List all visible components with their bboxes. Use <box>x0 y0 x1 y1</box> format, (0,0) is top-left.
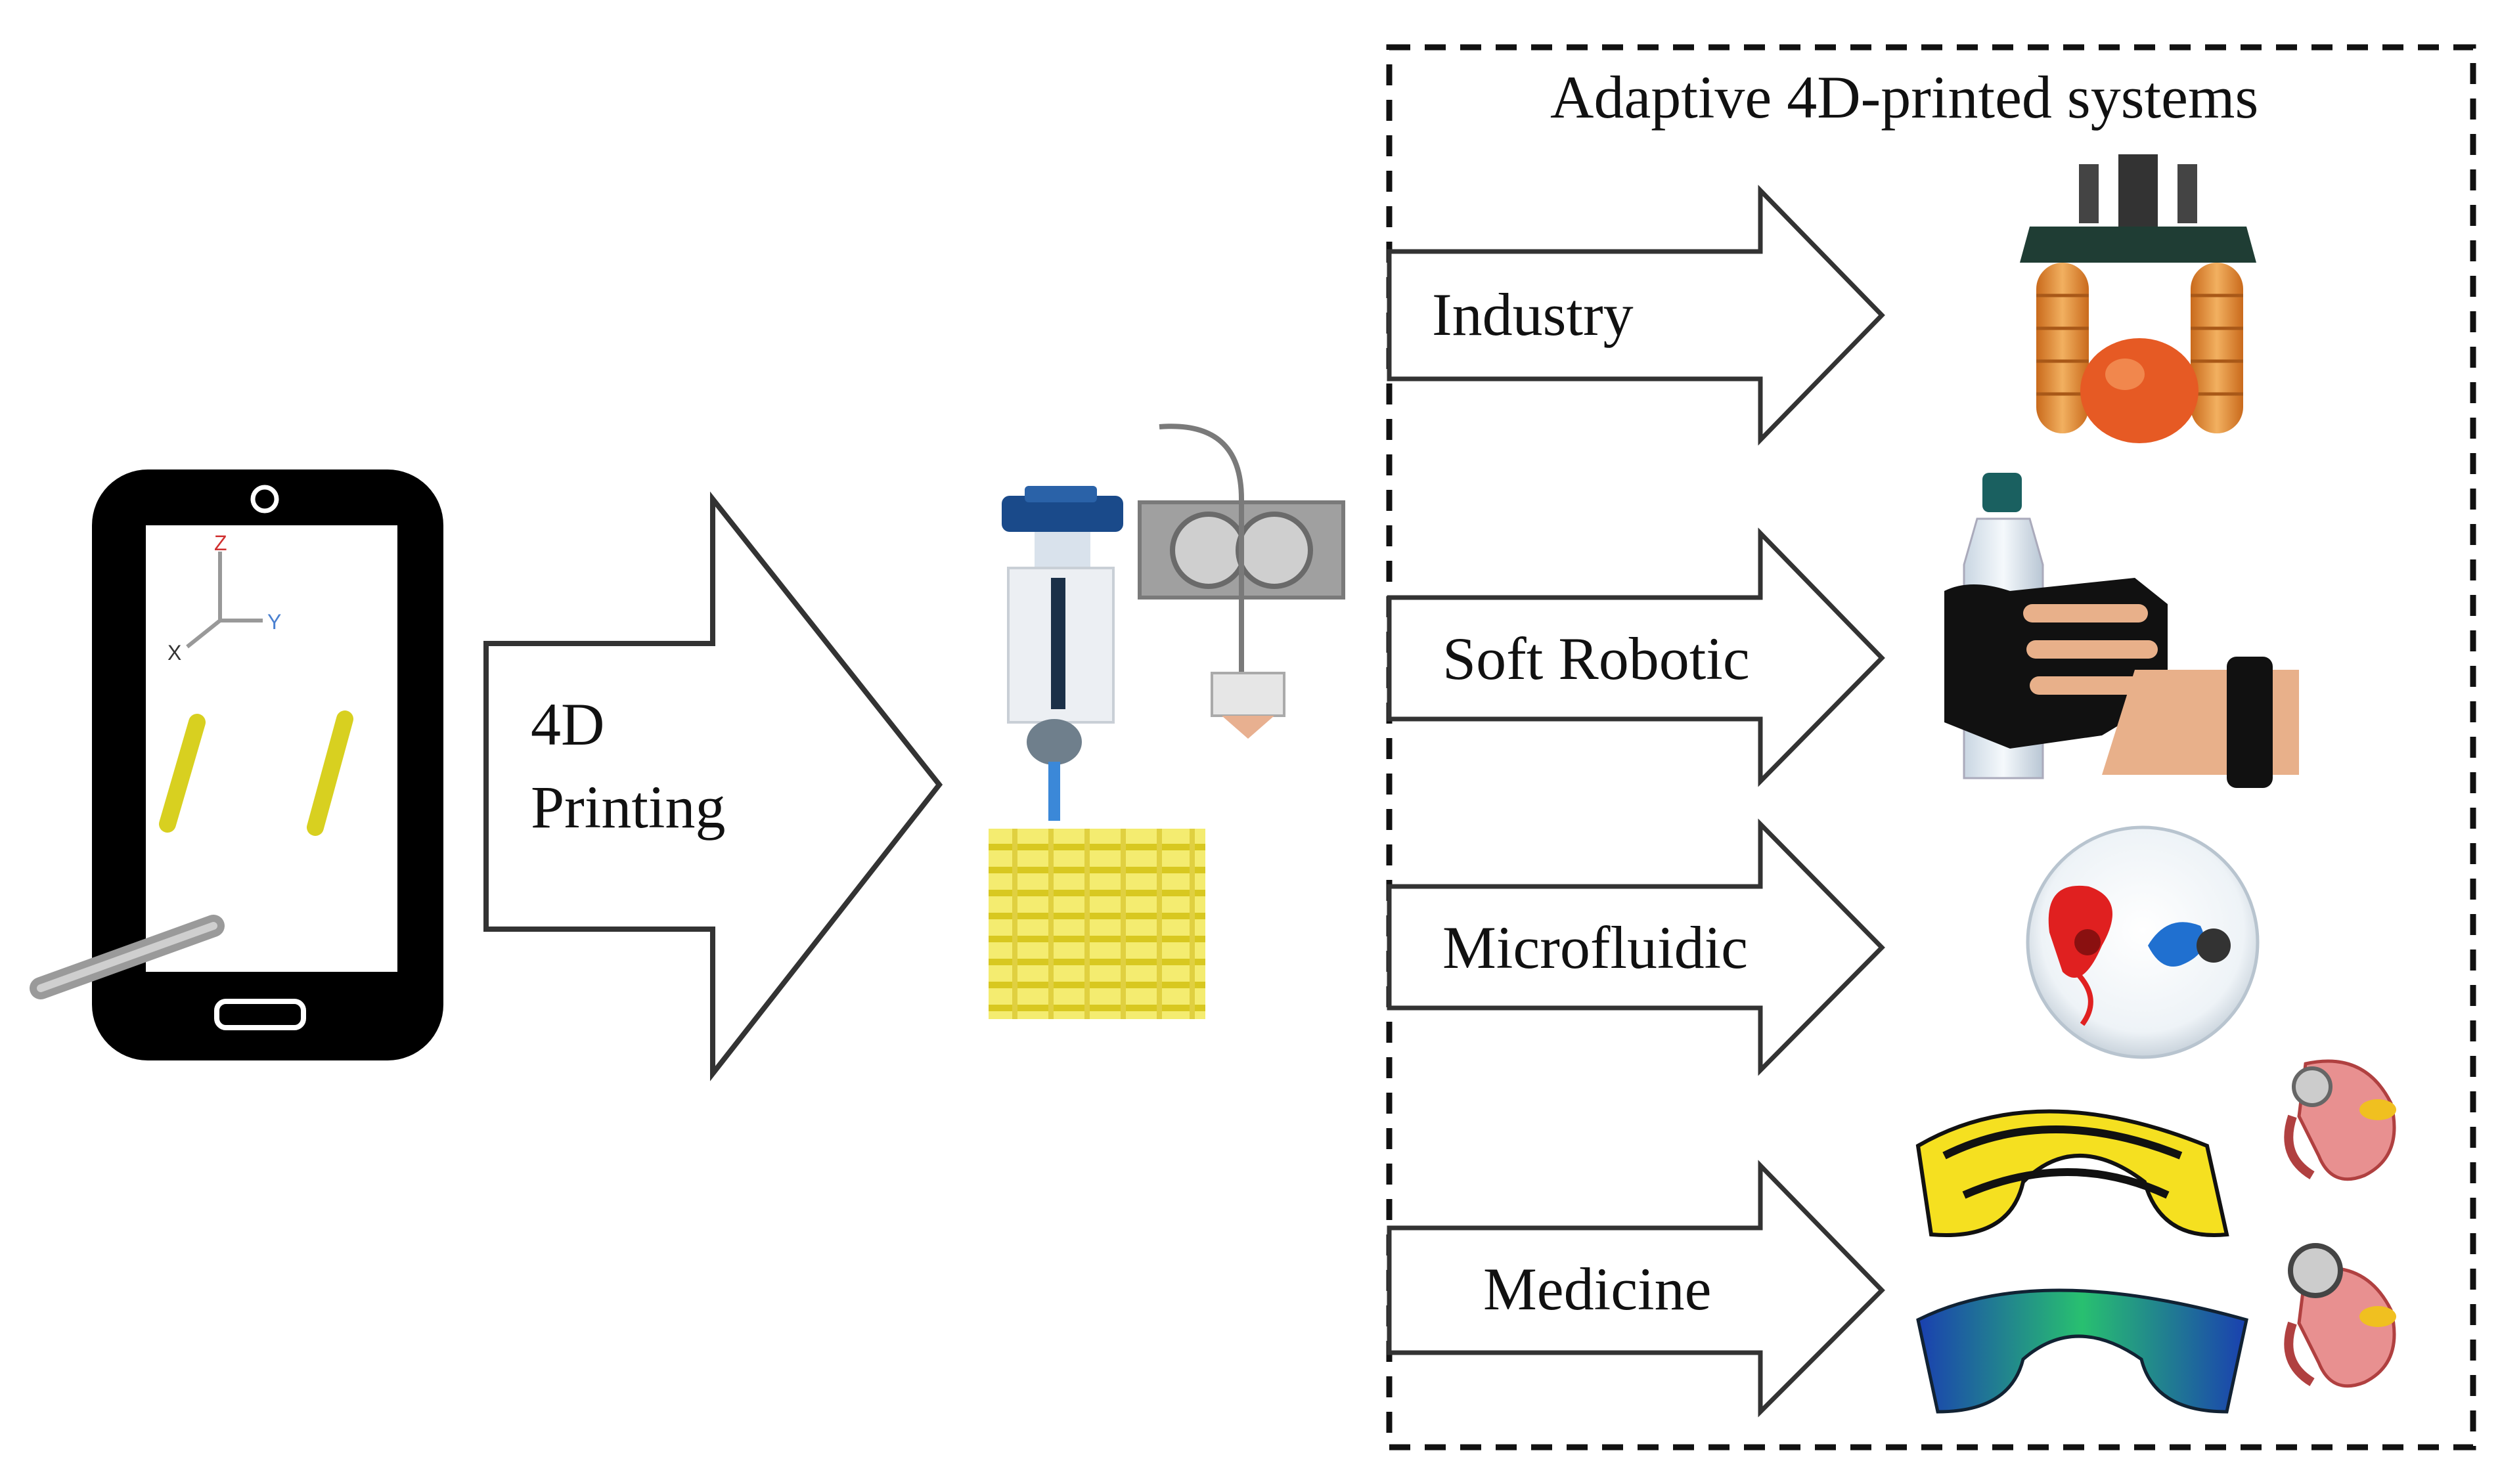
label-microfluidic: Microfluidic <box>1442 914 1748 981</box>
microfluidic-dish-icon <box>2026 825 2260 1059</box>
main-arrow <box>483 491 943 1081</box>
main-arrow-label-line2: Printing <box>531 774 726 840</box>
main-arrow-label: 4D Printing <box>531 683 807 848</box>
arrow-industry <box>1387 185 1885 446</box>
label-soft-robotic: Soft Robotic <box>1442 625 1750 692</box>
arrow-microfluidic <box>1387 818 1885 1076</box>
stomach-icon <box>2284 1059 2396 1388</box>
label-medicine: Medicine <box>1483 1255 1712 1322</box>
robotic-glove-bottle-icon <box>1944 473 2299 788</box>
soft-gripper-apple-icon <box>2020 154 2256 443</box>
label-industry: Industry <box>1432 281 1634 348</box>
axis-z-label: Z <box>214 531 227 555</box>
yellow-rod-left <box>159 714 206 833</box>
axes-icon: Z Y X <box>167 531 281 665</box>
main-arrow-label-line1: 4D <box>531 691 605 758</box>
smartphone-cad-icon: Z Y X <box>30 469 443 1060</box>
printed-lattice-icon <box>989 829 1205 1019</box>
axis-y-label: Y <box>267 610 281 634</box>
arrow-medicine <box>1387 1160 1885 1418</box>
arrow-soft-robotic <box>1387 527 1885 787</box>
yellow-rod-right <box>307 710 353 836</box>
stent-and-stomach-icon <box>1915 1059 2396 1414</box>
axis-x-label: X <box>167 641 181 665</box>
4d-printer-icon <box>989 424 1345 1019</box>
box-title: Adaptive 4D-printed systems <box>1550 64 2259 131</box>
applications-box <box>1386 44 2476 1451</box>
